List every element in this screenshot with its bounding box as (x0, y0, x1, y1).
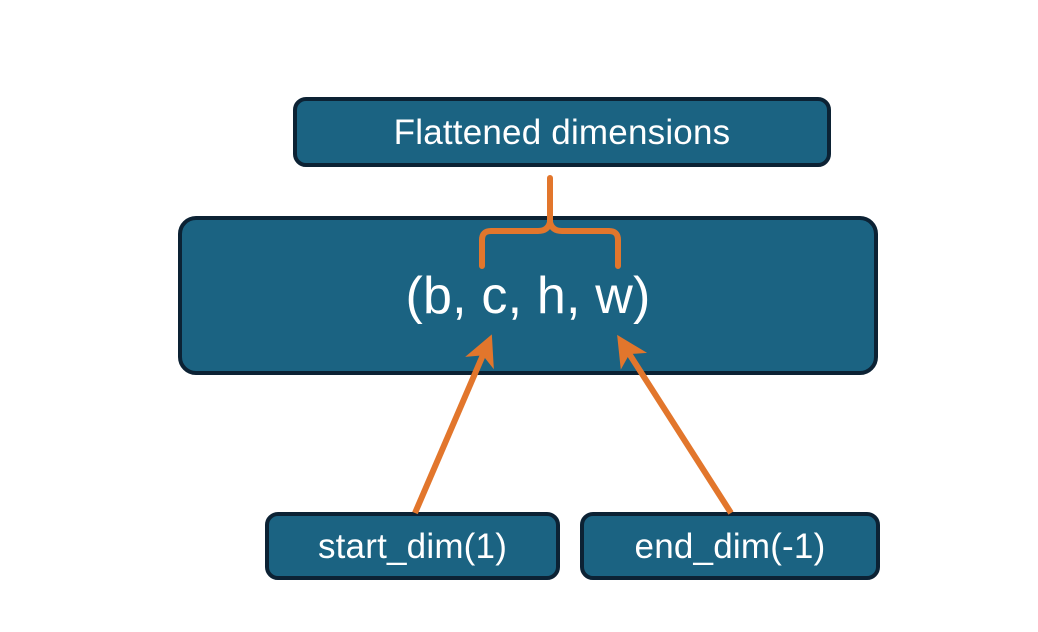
node-flattened-dimensions[interactable]: Flattened dimensions (293, 97, 831, 167)
node-flattened-dimensions-label: Flattened dimensions (393, 112, 731, 152)
node-shape-tuple[interactable]: (b, c, h, w) (178, 216, 878, 375)
node-end-dim[interactable]: end_dim(-1) (580, 512, 880, 580)
node-shape-tuple-label: (b, c, h, w) (405, 266, 651, 325)
node-end-dim-label: end_dim(-1) (634, 526, 826, 566)
node-start-dim[interactable]: start_dim(1) (265, 512, 560, 580)
node-start-dim-label: start_dim(1) (317, 526, 508, 566)
